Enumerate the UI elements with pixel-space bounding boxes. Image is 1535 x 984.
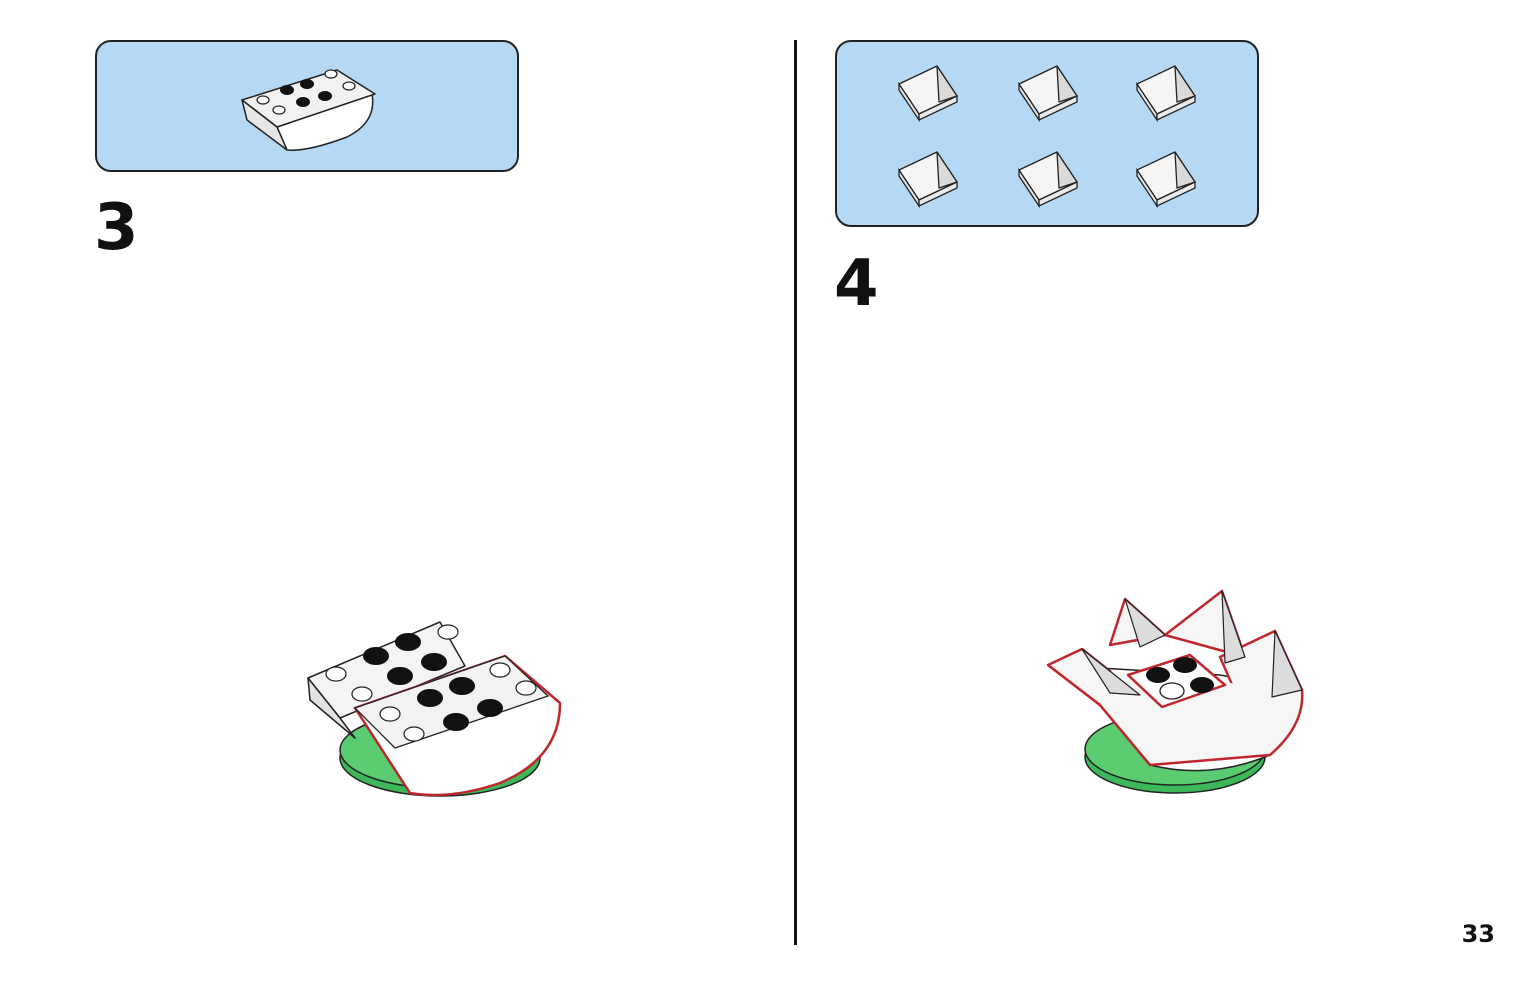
page-divider xyxy=(794,40,797,945)
step-4-assembly-illustration xyxy=(1046,589,1304,794)
page-number: 33 xyxy=(1461,920,1495,948)
step-4-number: 4 xyxy=(834,247,879,321)
inverted-slope-brick-icon xyxy=(241,69,376,151)
step-3-number: 3 xyxy=(94,191,139,265)
slope-tile-parts-icon xyxy=(898,65,1196,207)
step-3-assembly-illustration xyxy=(307,621,562,797)
step-4-parts-callout xyxy=(835,40,1259,227)
step-3-parts-callout xyxy=(95,40,519,172)
